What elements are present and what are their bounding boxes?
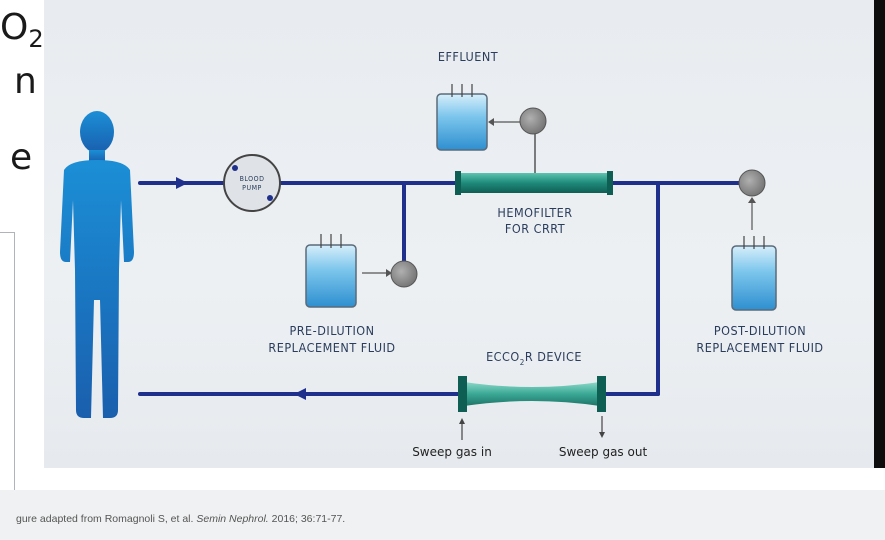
caption-prefix: gure adapted from Romagnoli S, et al.	[16, 513, 197, 525]
sweep-in-arrow-icon	[459, 418, 465, 424]
post-dilution-label-1: POST-DILUTION	[714, 323, 806, 338]
slide-text-o: O	[0, 7, 29, 48]
slide-text-n: n	[14, 61, 37, 102]
tubing	[138, 181, 747, 396]
figure-caption: gure adapted from Romagnoli S, et al. Se…	[16, 513, 345, 525]
blood-pump: BLOOD PUMP	[223, 154, 281, 212]
caption-suffix: 2016; 36:71-77.	[268, 513, 346, 525]
post-dilution-arrow-icon	[748, 197, 756, 203]
pre-dilution-label-1: PRE-DILUTION	[289, 323, 374, 338]
sweep-out-arrow-icon	[599, 432, 605, 438]
flow-arrow-left-icon	[294, 388, 306, 400]
pre-dilution-valve-icon	[390, 260, 418, 288]
sweep-gas-in-label: Sweep gas in	[412, 445, 492, 459]
caption-strip	[0, 490, 885, 540]
blood-pump-label-2: PUMP	[242, 184, 262, 192]
black-edge-bar	[874, 0, 885, 468]
hemofilter	[455, 133, 613, 195]
hemofilter-label-2: FOR CRRT	[505, 221, 565, 236]
patient-silhouette-icon	[60, 111, 134, 418]
slide-text-e: e	[10, 137, 33, 178]
ecco2r-label: ECCO2R DEVICE	[486, 349, 582, 367]
pre-dilution-bag	[305, 234, 357, 308]
post-dilution-valve-icon	[738, 169, 766, 197]
slide-text-subscript: 2	[28, 25, 44, 54]
flow-arrow-right-icon	[176, 177, 188, 189]
effluent-label: EFFLUENT	[438, 49, 498, 64]
slide-text-line3: e	[10, 140, 32, 176]
post-dilution-bag	[731, 236, 777, 311]
effluent-valve-icon	[519, 107, 547, 135]
partial-text-box	[0, 232, 15, 493]
blood-pump-label-1: BLOOD	[240, 175, 265, 183]
pre-dilution-arrow-icon	[386, 269, 392, 277]
hemofilter-label-1: HEMOFILTER	[497, 205, 572, 220]
sweep-gas-out-label: Sweep gas out	[559, 445, 648, 459]
slide-text-line2: n	[14, 64, 37, 100]
slide-text-line1: O2	[0, 7, 44, 54]
pre-dilution-label-2: REPLACEMENT FLUID	[268, 340, 395, 355]
effluent-bag	[436, 84, 488, 151]
caption-journal: Semin Nephrol.	[196, 513, 269, 525]
post-dilution-label-2: REPLACEMENT FLUID	[696, 340, 823, 355]
ecco2r-device	[458, 376, 606, 412]
effluent-arrow-icon	[488, 118, 494, 126]
